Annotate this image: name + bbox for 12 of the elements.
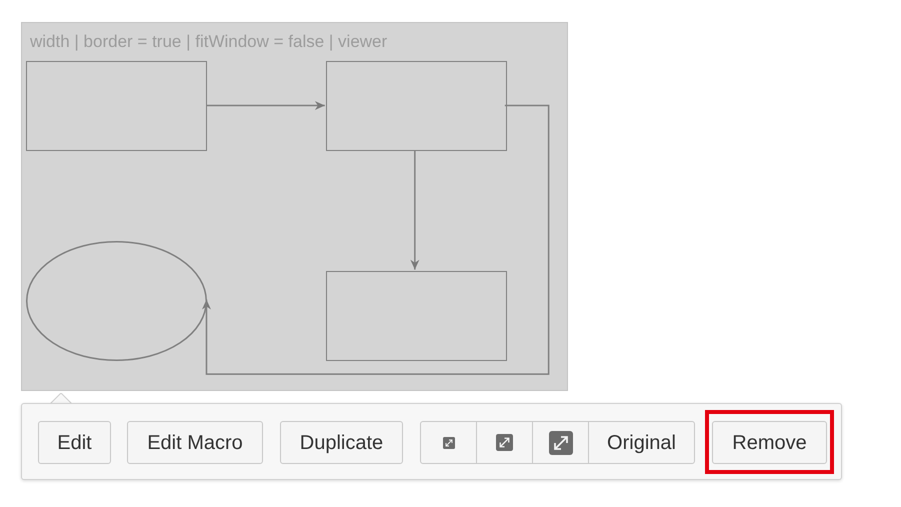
remove-button: Remove (712, 421, 827, 464)
rectangle-shape (326, 61, 507, 151)
ellipse-shape (26, 241, 207, 361)
edit-button: Edit (38, 421, 111, 464)
arrow (410, 150, 420, 270)
arrow (206, 101, 325, 110)
macro-parameters: width | border = true | fitWindow = false | viewer (30, 31, 388, 53)
rectangle-shape (326, 271, 507, 361)
duplicate-button: Duplicate (280, 421, 403, 464)
edit-macro-button: Edit Macro (127, 421, 263, 464)
rectangle-shape (26, 61, 207, 151)
original-size-button: Original (588, 422, 694, 463)
